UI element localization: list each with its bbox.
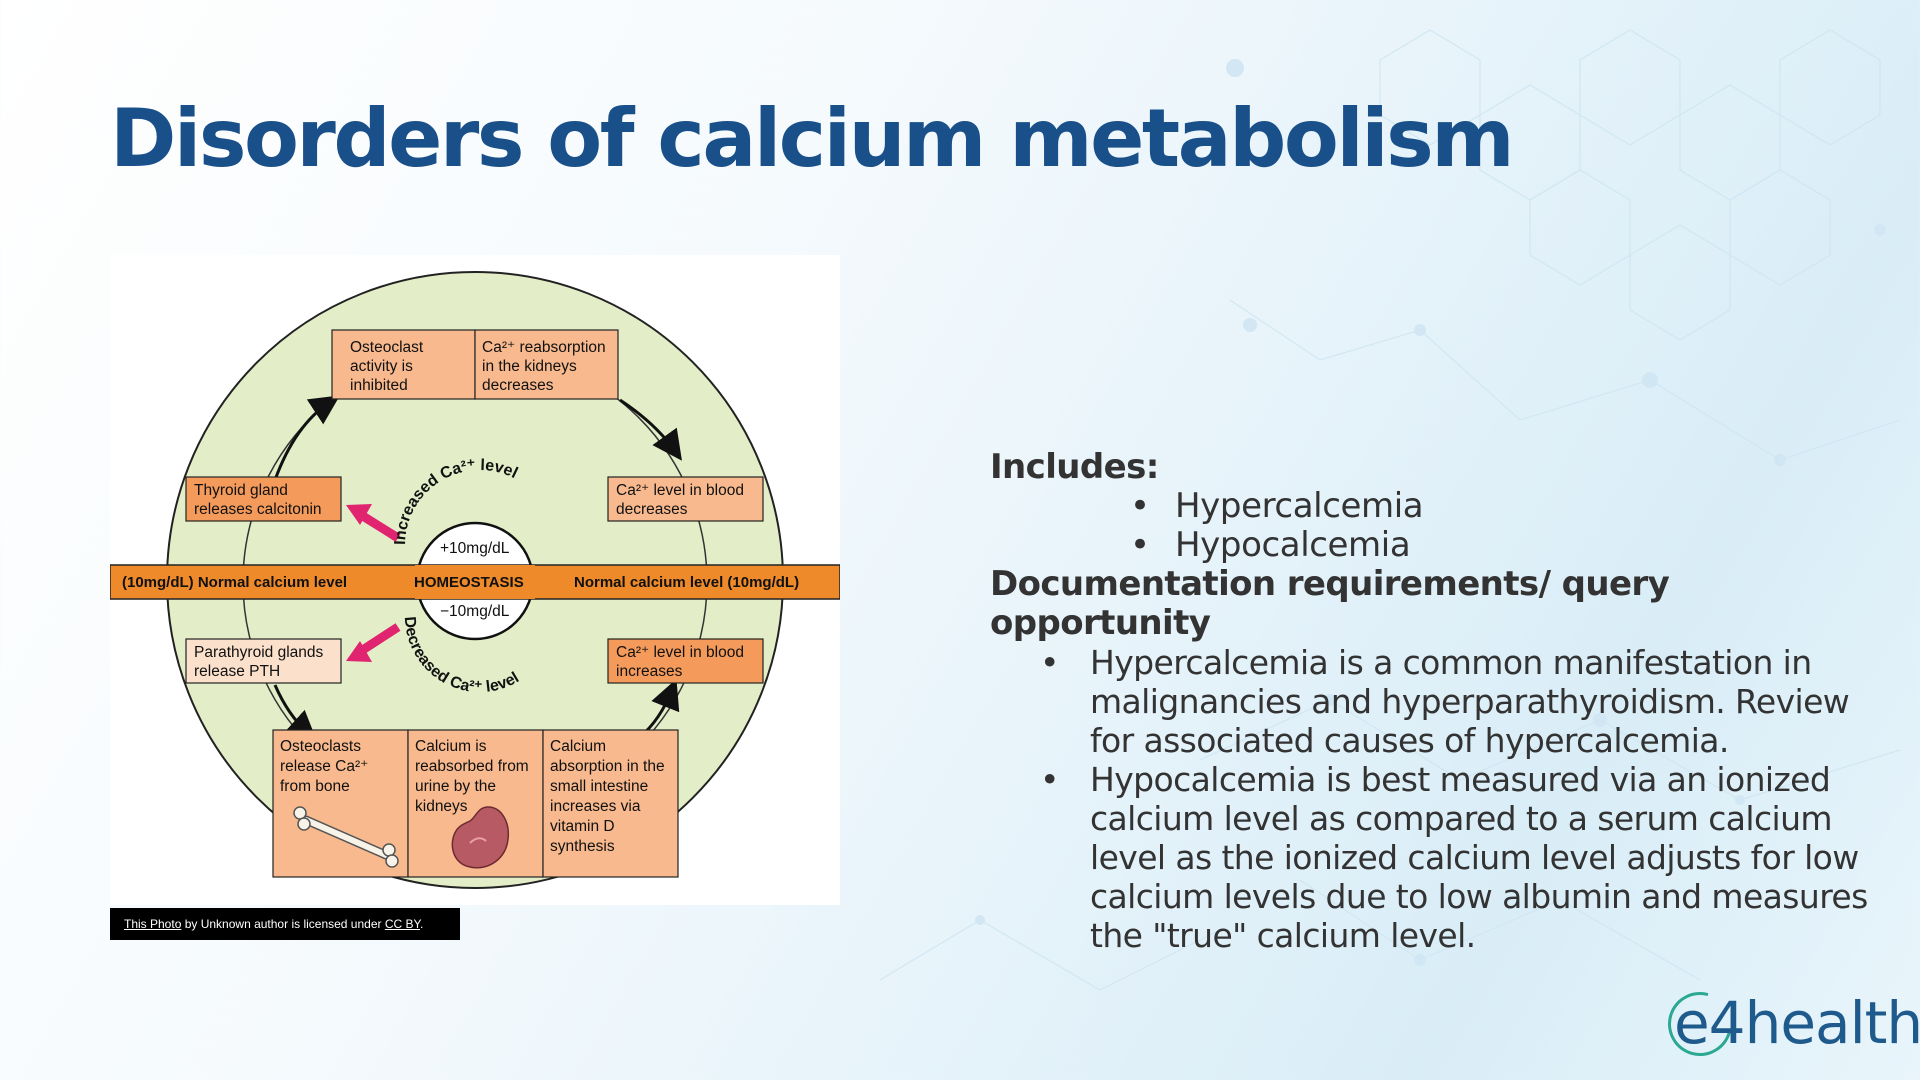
text-bm-2: reabsorbed from <box>415 758 529 775</box>
svg-text:+10mg/dL −10mg/dL: +10mg/dL −10mg/dL <box>440 540 513 620</box>
text-bm-3: urine by the <box>415 778 496 795</box>
includes-heading: Includes: <box>990 447 1159 487</box>
e4health-logo: e4health <box>1656 980 1920 1068</box>
text-br-4: increases via <box>550 798 641 815</box>
text-blood-dec-2: decreases <box>616 501 688 518</box>
documentation-heading: Documentation requirements/ query opport… <box>990 564 1670 643</box>
box-osteoclast-inhibited <box>331 329 476 400</box>
slide-title: Disorders of calcium metabolism <box>110 92 1515 185</box>
text-top-right-3: decreases <box>482 377 554 394</box>
homeostasis-band-center <box>415 565 535 599</box>
svg-text:Thyroid gland releases c: Thyroid gland releases calcitonin <box>194 482 322 518</box>
text-br-3: small intestine <box>550 778 648 795</box>
text-bm-4: kidneys <box>415 798 468 815</box>
text-top-left-2: activity is <box>350 358 413 375</box>
doc-item-hypercalcemia: Hypercalcemia is a common manifestation … <box>1040 643 1890 760</box>
text-br-6: synthesis <box>550 838 615 855</box>
calcium-homeostasis-diagram: Osteoclast activity is inhibited Ca²⁺ re… <box>110 255 840 905</box>
text-parathyroid-2: release PTH <box>194 663 280 680</box>
text-bl-1: Osteoclasts <box>280 738 361 755</box>
text-br-5: vitamin D <box>550 818 615 835</box>
license-link[interactable]: CC BY <box>384 917 420 931</box>
text-top-right-1: Ca²⁺ reabsorption <box>482 339 606 356</box>
band-center-label: HOMEOSTASIS <box>414 574 524 591</box>
text-thyroid-1: Thyroid gland <box>194 482 288 499</box>
photo-caption: This Photo by Unknown author is licensed… <box>110 908 460 940</box>
documentation-list: Hypercalcemia is a common manifestation … <box>990 643 1890 955</box>
svg-text:Ca²⁺ level in blood decr: Ca²⁺ level in blood decreases <box>616 482 748 518</box>
band-right-label: Normal calcium level (10mg/dL) <box>574 574 799 591</box>
cycle-arrow-top-right <box>619 398 682 461</box>
text-thyroid-2: releases calcitonin <box>194 501 322 518</box>
cycle-arrow-top-left <box>273 395 341 481</box>
includes-item-hypercalcemia: Hypercalcemia <box>1130 487 1890 527</box>
pink-arrow-down <box>346 623 401 662</box>
box-parathyroid-pth <box>185 638 342 684</box>
includes-item-hypocalcemia: Hypocalcemia <box>1130 526 1890 566</box>
kidney-icon <box>451 806 510 869</box>
svg-text:Osteoclast activity is: Osteoclast activity is inhibited Ca²⁺ re… <box>350 339 610 394</box>
lower-value-label: −10mg/dL <box>440 603 510 620</box>
logo-text: e4health <box>1674 989 1920 1057</box>
box-blood-increases <box>607 638 764 684</box>
svg-text:(10mg/dL) Normal calcium level: (10mg/dL) Normal calcium level HOMEOSTAS… <box>122 574 799 591</box>
text-top-right-2: in the kidneys <box>482 358 577 375</box>
text-br-2: absorption in the <box>550 758 665 775</box>
text-top-left-1: Osteoclast <box>350 339 424 356</box>
box-thyroid-calcitonin <box>185 476 342 522</box>
band-left-label: (10mg/dL) Normal calcium level <box>122 574 347 591</box>
bone-icon <box>293 806 399 868</box>
svg-text:Parathyroid glands relea: Parathyroid glands release PTH <box>194 644 328 680</box>
upper-value-label: +10mg/dL <box>440 540 510 557</box>
text-br-1: Calcium <box>550 738 606 755</box>
box-calcium-absorption <box>542 729 679 878</box>
text-top-left-3: inhibited <box>350 377 408 394</box>
doc-item-hypocalcemia: Hypocalcemia is best measured via an ion… <box>1040 760 1890 955</box>
box-blood-decreases <box>607 476 764 522</box>
svg-text:Osteoclasts release Ca²⁺: Osteoclasts release Ca²⁺ from bone Calci… <box>280 738 669 855</box>
box-kidney-reabsorption-decreases <box>474 329 619 400</box>
pink-arrow-up <box>346 504 401 542</box>
text-bm-1: Calcium is <box>415 738 487 755</box>
text-blood-inc-1: Ca²⁺ level in blood <box>616 644 744 661</box>
diagram-svg: Osteoclast activity is inhibited Ca²⁺ re… <box>110 271 840 889</box>
includes-list: Hypercalcemia Hypocalcemia <box>990 487 1890 566</box>
content-text-block: Includes: Hypercalcemia Hypocalcemia Doc… <box>990 447 1890 956</box>
text-bl-2: release Ca²⁺ <box>280 758 368 775</box>
text-parathyroid-1: Parathyroid glands <box>194 644 323 661</box>
text-blood-dec-1: Ca²⁺ level in blood <box>616 482 744 499</box>
text-blood-inc-2: increases <box>616 663 683 680</box>
text-bl-3: from bone <box>280 778 350 795</box>
caption-end-text: . <box>419 917 424 931</box>
caption-middle-text: by Unknown author is licensed under <box>181 917 385 931</box>
svg-text:Ca²⁺ level in blood incr: Ca²⁺ level in blood increases <box>616 644 748 680</box>
photo-link[interactable]: This Photo <box>124 917 182 931</box>
